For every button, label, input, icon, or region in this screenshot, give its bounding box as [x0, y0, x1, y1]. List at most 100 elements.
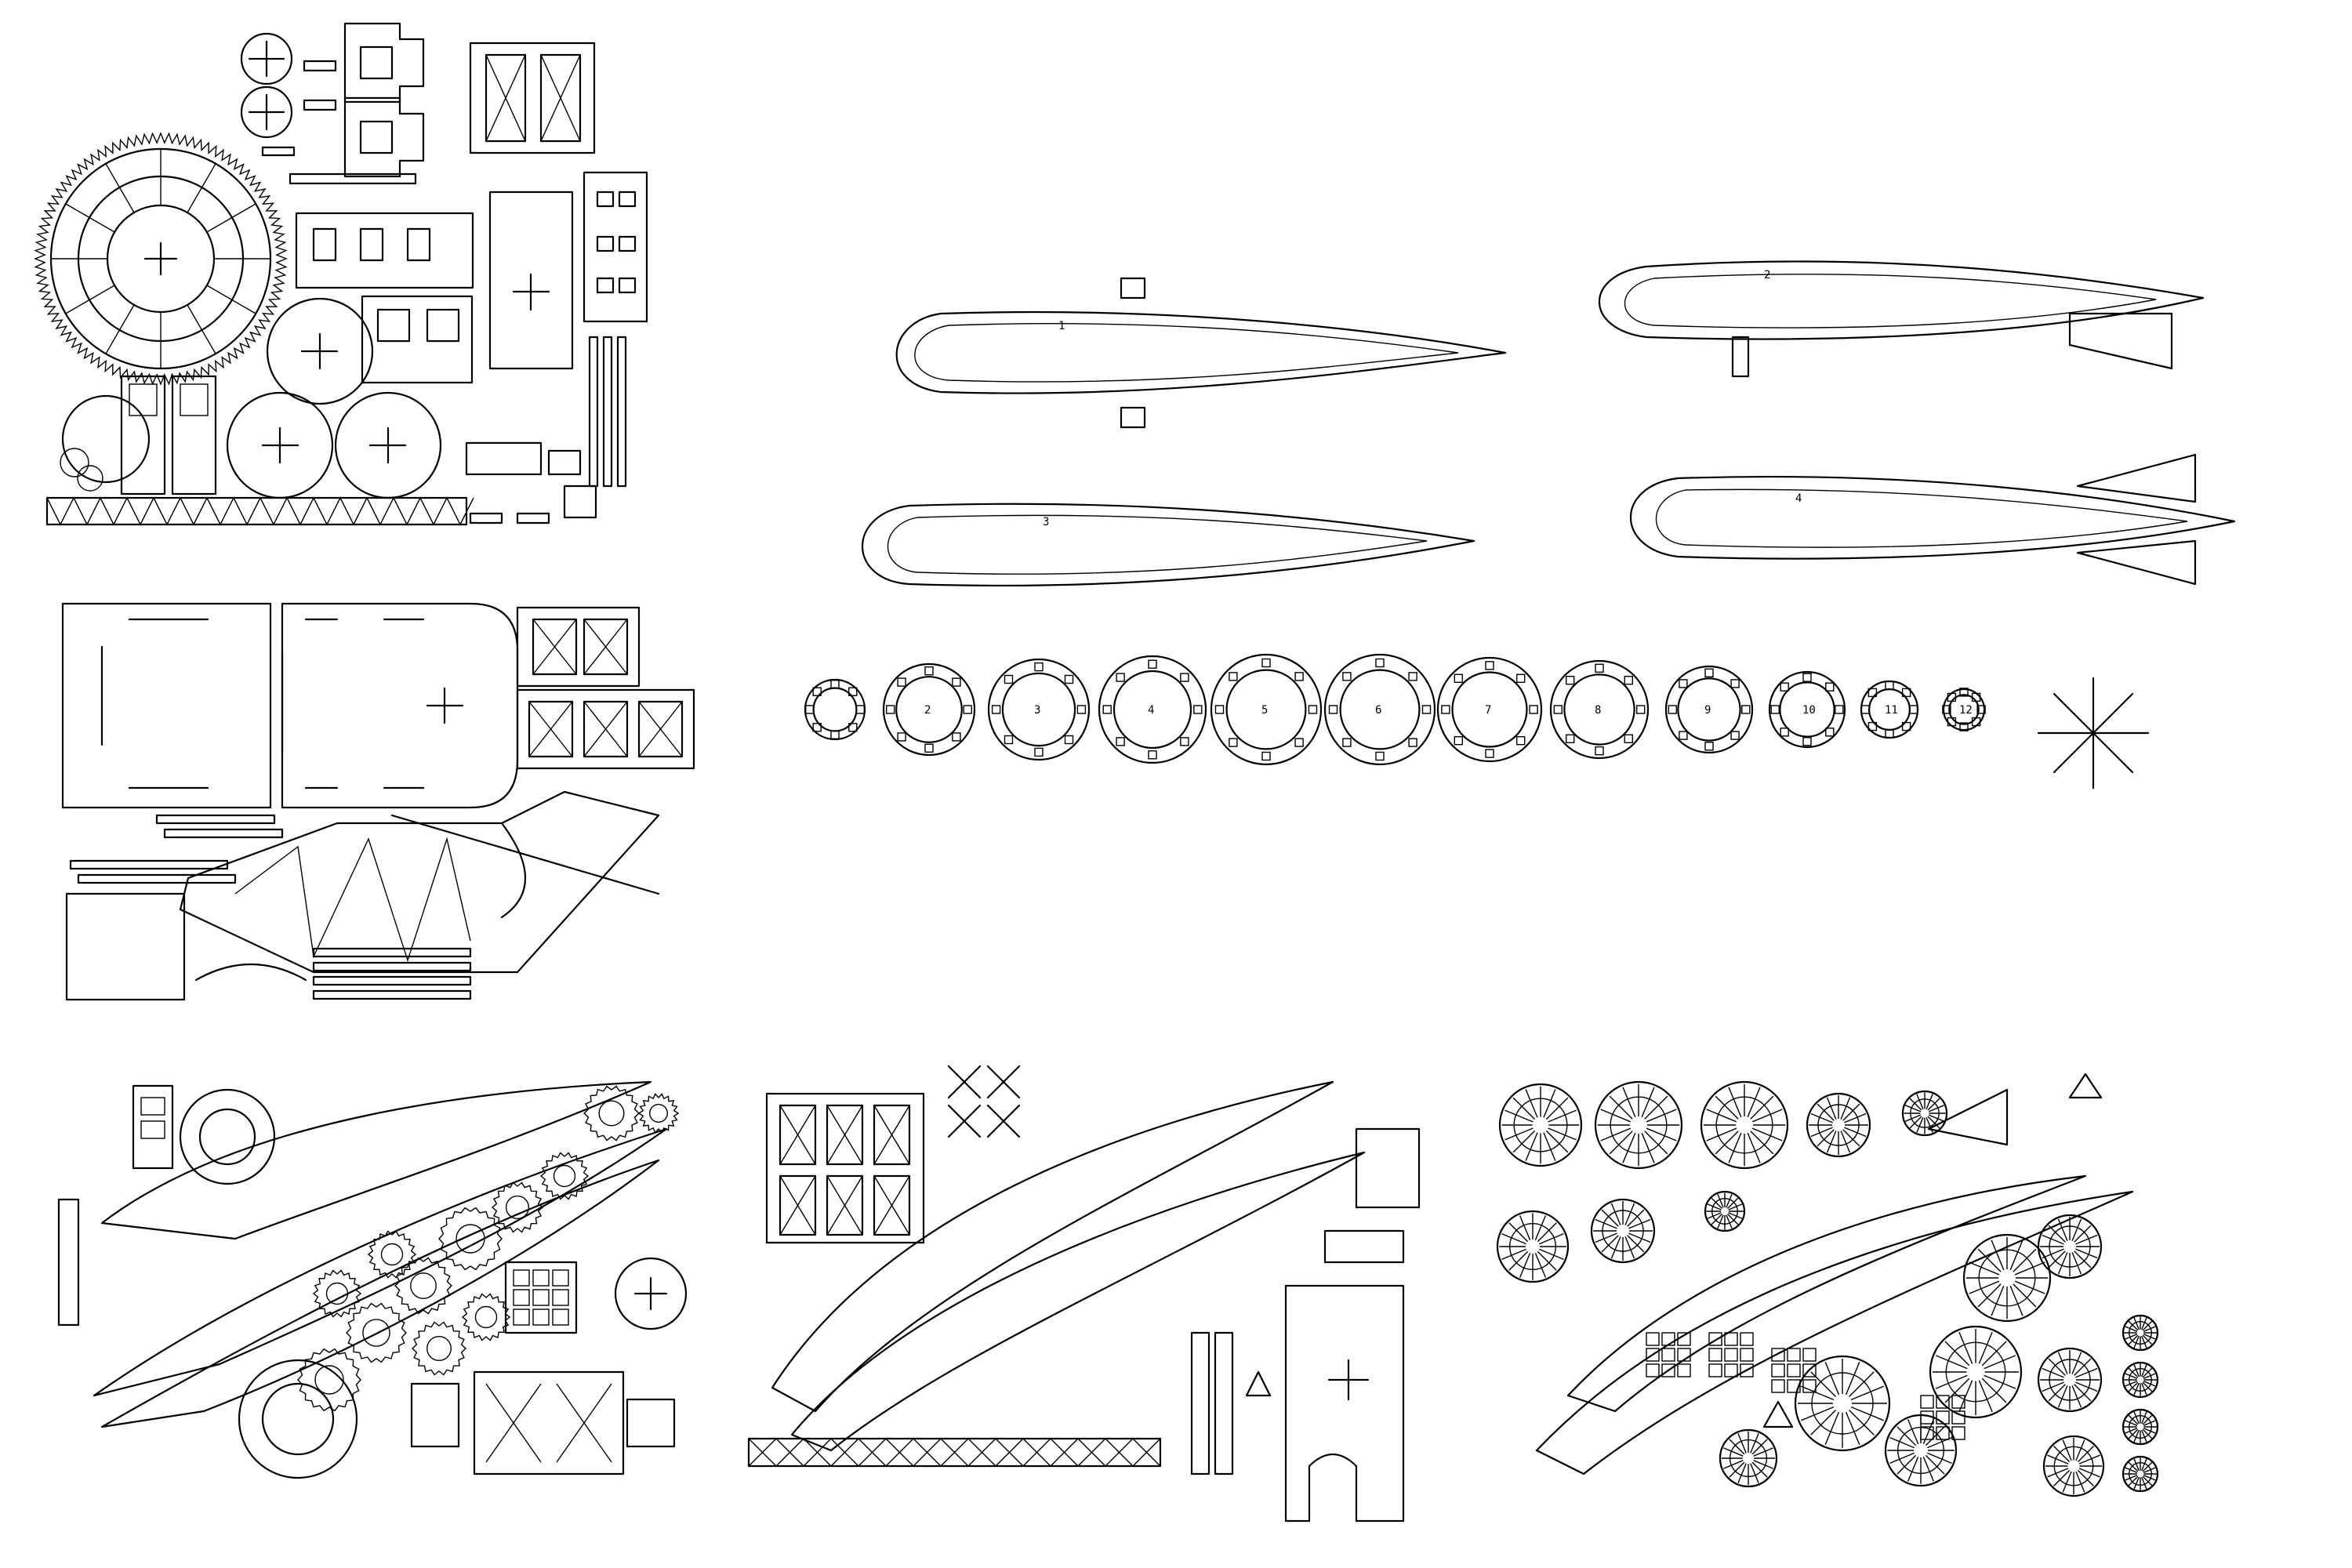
truss-segment: [73, 497, 101, 526]
rib-ring-number: 3: [1034, 704, 1040, 717]
rib-notch: [830, 730, 840, 739]
rib-notch: [1595, 663, 1604, 673]
rib-notch: [1408, 738, 1417, 747]
hull-frame-1: 1: [895, 277, 1507, 429]
truss-segment: [995, 1438, 1024, 1467]
window-grid-icon: [513, 1289, 530, 1306]
rib-notch: [1308, 705, 1318, 714]
rib-notch: [1116, 673, 1125, 682]
window-grid-icon: [1646, 1348, 1660, 1362]
window-grid-icon: [1646, 1363, 1660, 1377]
rib-notch: [1454, 673, 1464, 683]
truss-segment: [1105, 1438, 1134, 1467]
truss-segment: [1050, 1438, 1079, 1467]
window-grid-icon: [1951, 1426, 1965, 1440]
rib-notch: [1867, 688, 1878, 698]
hull-frame-3: 3: [861, 503, 1475, 587]
window-grid-icon: [1920, 1426, 1934, 1440]
rib-notch: [1825, 682, 1835, 691]
truss-segment: [286, 497, 314, 526]
spoked-wheel-icon: [1806, 1092, 1871, 1158]
truss-segment: [393, 497, 421, 526]
truss-segment: [46, 497, 74, 526]
rib-notch: [1565, 676, 1575, 685]
window-grid-icon: [1724, 1348, 1738, 1362]
gear-spoke: [187, 163, 216, 213]
spoked-wheel-icon: [1962, 1233, 2052, 1323]
window-grid-icon: [1708, 1363, 1722, 1377]
rib-notch: [1885, 728, 1894, 739]
rib-notch: [1034, 747, 1044, 757]
rib-ring: 9: [1664, 665, 1754, 754]
small-gear-icon: [346, 1302, 407, 1363]
window-grid-icon: [1936, 1395, 1950, 1409]
small-gear-icon: [367, 1230, 417, 1279]
rib-ring-number: 12: [1959, 704, 1973, 717]
rib-notch: [1553, 705, 1563, 714]
rib-notch: [1679, 679, 1688, 688]
window-grid-icon: [1724, 1363, 1738, 1377]
rib-ring-number: 5: [1261, 704, 1268, 717]
crossed-box-cluster: [516, 606, 695, 770]
spoked-wheel-icon: [2122, 1361, 2159, 1399]
large-gear-icon: [34, 132, 288, 386]
spoked-wheel-icon: [1498, 1083, 1583, 1167]
gear-spoke: [65, 203, 115, 233]
rib-notch: [1704, 668, 1714, 677]
rib-ring-number: 9: [1704, 704, 1711, 717]
rib-ring: 3: [987, 658, 1091, 761]
window-grid-icon: [1771, 1379, 1785, 1393]
spoked-wheel-icon: [2122, 1314, 2159, 1352]
spoked-wheel-icon: [1700, 1080, 1789, 1170]
truss-segment: [1022, 1438, 1051, 1467]
rib-ring-number: 2: [924, 704, 931, 717]
panel-top-left: [34, 22, 648, 526]
rib-notch: [1064, 735, 1074, 745]
rib-notch: [1971, 717, 1981, 727]
base-truss-bar: [45, 485, 597, 526]
window-grid-icon: [1740, 1332, 1754, 1346]
rib-notch: [1064, 674, 1074, 684]
bracket-parts: [261, 22, 425, 185]
window-grid-icon: [1661, 1363, 1675, 1377]
truss-segment: [913, 1438, 942, 1467]
rib-notch: [1229, 738, 1238, 747]
rib-notch: [1901, 688, 1911, 698]
rib-notch: [991, 705, 1001, 714]
truss-segment: [153, 497, 181, 526]
window-grid-icon: [1802, 1363, 1817, 1377]
rib-notch: [1825, 728, 1835, 737]
panel-bottom-middle: [747, 1065, 1421, 1523]
window-grid-icon: [1920, 1395, 1934, 1409]
tall-panel-cross: [488, 171, 648, 370]
rib-ring: 8: [1549, 659, 1650, 760]
spoked-wheel-icon: [1794, 1355, 1891, 1452]
rib-notch: [1342, 738, 1352, 747]
small-gear-icon: [312, 1269, 362, 1318]
rib-notch: [1441, 705, 1450, 714]
rib-notch: [1730, 731, 1740, 740]
window-grid-icon: [1708, 1332, 1722, 1346]
rib-notch: [1595, 746, 1604, 756]
rib-ring: 10: [1768, 670, 1846, 749]
rib-notch: [897, 677, 906, 687]
spoked-wheel-icon: [1496, 1210, 1570, 1283]
rib-notch: [1867, 721, 1878, 731]
window-grid-icon: [552, 1308, 569, 1326]
rib-notch: [812, 687, 822, 696]
hull-frames: 1 2 3 4: [861, 260, 2236, 587]
window-grid-icon: [1802, 1348, 1817, 1362]
window-grid-icon: [1740, 1363, 1754, 1377]
rib-notch: [1004, 674, 1014, 684]
truss-segment: [100, 497, 128, 526]
rib-notch: [830, 680, 840, 689]
rib-notch: [1261, 658, 1271, 668]
window-grid-icon: [1802, 1379, 1817, 1393]
spoke-star-icon: [2037, 677, 2150, 789]
window-grid-icon: [1787, 1379, 1801, 1393]
rib-notch: [812, 723, 822, 732]
rib-notch: [1515, 736, 1526, 746]
spoked-wheel-icon: [1590, 1198, 1656, 1264]
